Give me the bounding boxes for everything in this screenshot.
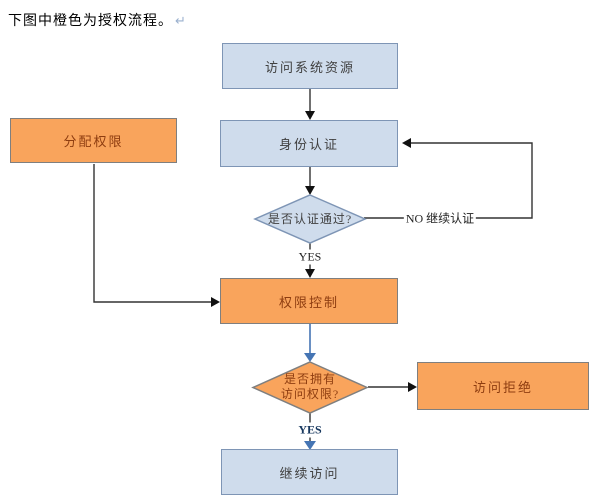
edge-label-no-continue-auth: NO 继续认证 — [403, 209, 477, 227]
page-title: 下图中橙色为授权流程。↵ — [8, 10, 187, 30]
edge-auth-to-decision1 — [305, 167, 315, 195]
node-access-resource: 访问系统资源 — [222, 43, 398, 89]
paragraph-mark-icon: ↵ — [175, 13, 187, 28]
edge-assign-to-permission-control — [93, 164, 220, 307]
edge-permission-to-decision2 — [304, 324, 316, 362]
node-permission-control: 权限控制 — [220, 278, 398, 324]
node-continue-access: 继续访问 — [221, 449, 398, 495]
edge-label-yes-access: YES — [296, 422, 324, 438]
title-text: 下图中橙色为授权流程。 — [8, 12, 173, 28]
node-access-denied: 访问拒绝 — [417, 362, 589, 410]
edge-to-access-denied — [368, 382, 417, 392]
node-identity-auth: 身份认证 — [220, 120, 398, 167]
edge-resource-to-auth — [305, 89, 315, 120]
edge-label-yes-auth: YES — [296, 249, 324, 265]
decision-has-permission-shape — [251, 361, 369, 414]
node-assign-permission: 分配权限 — [10, 118, 177, 163]
decision-auth-passed-shape — [253, 194, 367, 244]
